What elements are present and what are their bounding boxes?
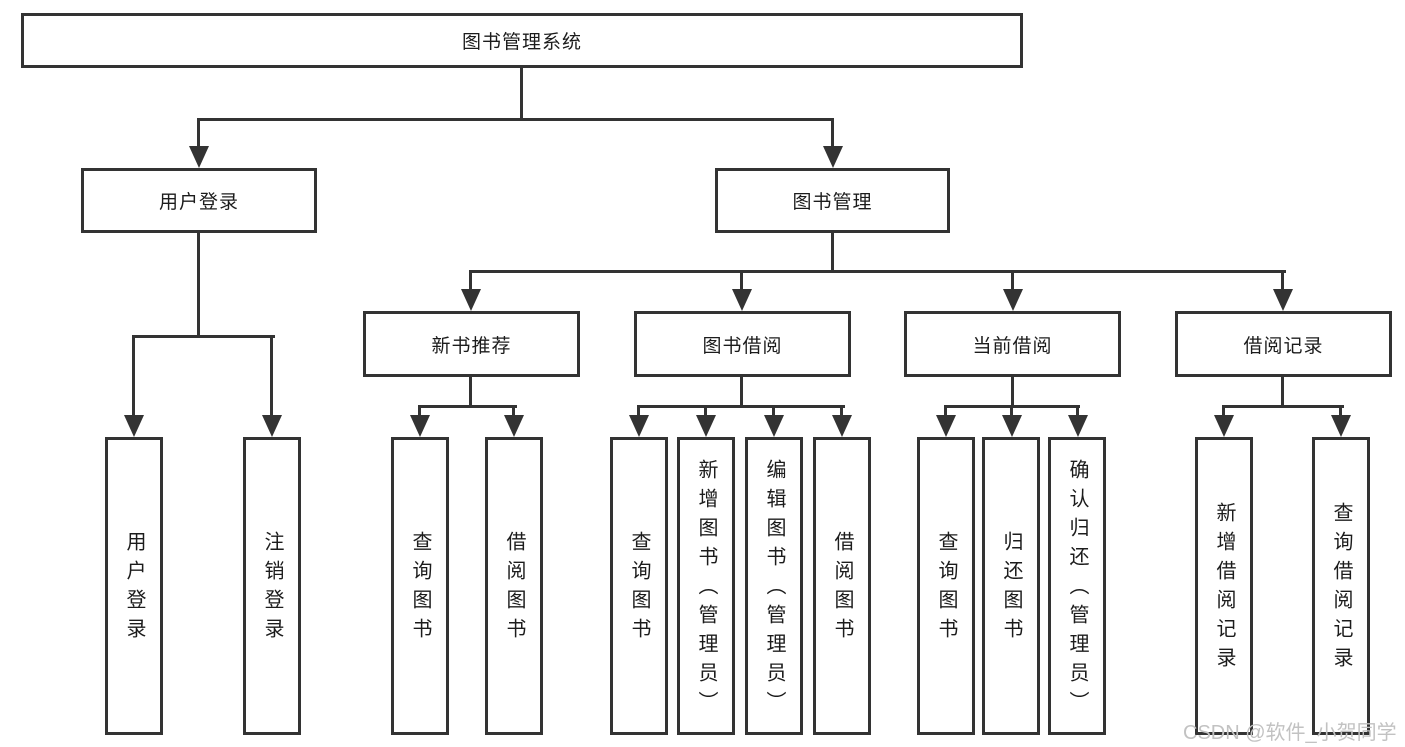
leaf-query-borrow-record: 查询借阅记录 xyxy=(1312,437,1370,735)
leaf-borrow-books: 借阅图书 xyxy=(813,437,871,735)
arrow-down-icon xyxy=(189,146,209,168)
connector-login-bar xyxy=(132,335,275,338)
connector-level2-bar xyxy=(197,118,834,121)
connector-leaf-bar-recommend xyxy=(418,405,517,408)
node-book-management-branch: 图书管理 xyxy=(715,168,950,233)
connector-arrow-shaft-leaf xyxy=(418,405,421,419)
node-user-login-branch: 用户登录 xyxy=(81,168,317,233)
connector-arrow-shaft-leaf xyxy=(1339,405,1342,419)
connector-arrow-shaft-section xyxy=(1011,270,1014,294)
connector-arrow-shaft-leaf xyxy=(132,335,135,419)
connector-arrow-shaft-leaf xyxy=(944,405,947,419)
node-book-borrowing: 图书借阅 xyxy=(634,311,851,377)
arrow-down-icon xyxy=(936,415,956,437)
arrow-down-icon xyxy=(1273,289,1293,311)
arrow-down-icon xyxy=(732,289,752,311)
connector-arrow-shaft-leaf xyxy=(270,335,273,419)
leaf-add-books-admin: 新增图书（管理员） xyxy=(677,437,735,735)
leaf-add-books-admin-label: 新增图书（管理员） xyxy=(695,458,717,720)
arrow-down-icon xyxy=(262,415,282,437)
connector-arrow-shaft-leaf xyxy=(1076,405,1079,419)
leaf-recommend-query-books: 查询图书 xyxy=(391,437,449,735)
node-book-management-branch-label: 图书管理 xyxy=(792,192,873,213)
leaf-borrow-books-label: 借阅图书 xyxy=(831,531,853,647)
arrow-down-icon xyxy=(764,415,784,437)
leaf-return-books-label: 归还图书 xyxy=(1000,531,1022,647)
arrow-down-icon xyxy=(696,415,716,437)
arrow-down-icon xyxy=(1068,415,1088,437)
connector-leaf-bar-records xyxy=(1222,405,1344,408)
connector-root-trunk xyxy=(520,68,523,121)
leaf-confirm-return-admin-label: 确认归还（管理员） xyxy=(1066,458,1088,720)
node-current-borrowing: 当前借阅 xyxy=(904,311,1121,377)
leaf-logout: 注销登录 xyxy=(243,437,301,735)
connector-arrow-shaft-section xyxy=(469,270,472,294)
arrow-down-icon xyxy=(461,289,481,311)
leaf-borrow-query-books: 查询图书 xyxy=(610,437,668,735)
leaf-confirm-return-admin: 确认归还（管理员） xyxy=(1048,437,1106,735)
node-new-book-recommend-label: 新书推荐 xyxy=(431,335,512,357)
leaf-recommend-borrow-books-label: 借阅图书 xyxy=(503,531,525,647)
node-user-login-branch-label: 用户登录 xyxy=(158,192,239,213)
leaf-edit-books-admin: 编辑图书（管理员） xyxy=(745,437,803,735)
connector-arrow-shaft-leaf xyxy=(637,405,640,419)
connector-leaf-bar-borrowing xyxy=(637,405,845,408)
leaf-recommend-borrow-books: 借阅图书 xyxy=(485,437,543,735)
leaf-current-query-books: 查询图书 xyxy=(917,437,975,735)
node-borrowing-records: 借阅记录 xyxy=(1175,311,1392,377)
arrow-down-icon xyxy=(1003,289,1023,311)
connector-arrow-shaft-leaf xyxy=(512,405,515,419)
arrow-down-icon xyxy=(1214,415,1234,437)
node-borrowing-records-label: 借阅记录 xyxy=(1243,335,1324,357)
leaf-user-login: 用户登录 xyxy=(105,437,163,735)
arrow-down-icon xyxy=(629,415,649,437)
node-current-borrowing-label: 当前借阅 xyxy=(972,335,1053,357)
node-root-label: 图书管理系统 xyxy=(461,32,582,53)
node-book-borrowing-label: 图书借阅 xyxy=(702,335,783,357)
connector-section-trunk xyxy=(469,377,472,408)
connector-login-trunk xyxy=(197,233,200,338)
connector-arrow-shaft-section xyxy=(740,270,743,294)
arrow-down-icon xyxy=(124,415,144,437)
leaf-return-books: 归还图书 xyxy=(982,437,1040,735)
connector-section-trunk xyxy=(1281,377,1284,408)
arrow-down-icon xyxy=(410,415,430,437)
arrow-down-icon xyxy=(1002,415,1022,437)
csdn-watermark: CSDN @软件_小贺同学 xyxy=(1183,722,1397,744)
connector-arrow-shaft-book-mgmt xyxy=(831,118,834,150)
arrow-down-icon xyxy=(1331,415,1351,437)
connector-arrow-shaft-leaf xyxy=(1010,405,1013,419)
leaf-add-borrow-record-label: 新增借阅记录 xyxy=(1213,502,1235,676)
connector-section-trunk xyxy=(1011,377,1014,408)
leaf-edit-books-admin-label: 编辑图书（管理员） xyxy=(763,458,785,720)
connector-sections-bar xyxy=(469,270,1286,273)
connector-section-trunk xyxy=(740,377,743,408)
leaf-logout-label: 注销登录 xyxy=(261,531,283,647)
connector-arrow-shaft-user-login xyxy=(197,118,200,150)
connector-arrow-shaft-section xyxy=(1281,270,1284,294)
node-root: 图书管理系统 xyxy=(21,13,1023,68)
arrow-down-icon xyxy=(823,146,843,168)
connector-book-mgmt-trunk xyxy=(831,233,834,273)
arrow-down-icon xyxy=(504,415,524,437)
leaf-add-borrow-record: 新增借阅记录 xyxy=(1195,437,1253,735)
leaf-current-query-books-label: 查询图书 xyxy=(935,531,957,647)
connector-arrow-shaft-leaf xyxy=(1222,405,1225,419)
leaf-borrow-query-books-label: 查询图书 xyxy=(628,531,650,647)
connector-arrow-shaft-leaf xyxy=(772,405,775,419)
leaf-query-borrow-record-label: 查询借阅记录 xyxy=(1330,502,1352,676)
arrow-down-icon xyxy=(832,415,852,437)
node-new-book-recommend: 新书推荐 xyxy=(363,311,580,377)
connector-arrow-shaft-leaf xyxy=(704,405,707,419)
leaf-user-login-label: 用户登录 xyxy=(123,531,145,647)
leaf-recommend-query-books-label: 查询图书 xyxy=(409,531,431,647)
connector-arrow-shaft-leaf xyxy=(840,405,843,419)
